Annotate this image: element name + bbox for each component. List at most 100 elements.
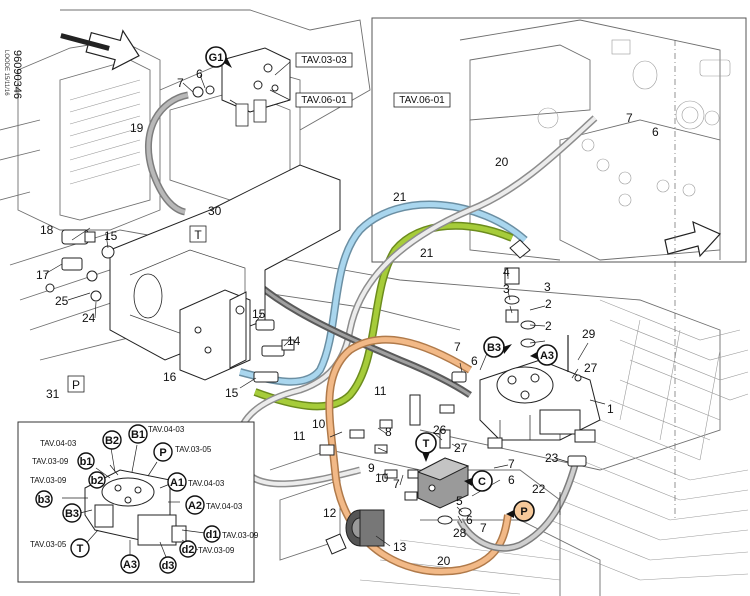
svg-text:G1: G1 bbox=[209, 52, 224, 64]
hose-19 bbox=[144, 91, 189, 216]
legend-circle-d2: d2 bbox=[179, 540, 197, 558]
part-6: 6 bbox=[508, 473, 515, 487]
part-9: 9 bbox=[368, 461, 375, 475]
detail-inset-frame bbox=[371, 17, 747, 263]
svg-text:A1: A1 bbox=[170, 477, 184, 489]
legend-circle-b2: b2 bbox=[88, 471, 106, 489]
part-1: 1 bbox=[607, 402, 614, 416]
part-17: 17 bbox=[36, 268, 50, 282]
svg-text:P: P bbox=[159, 447, 166, 459]
ref-tav-06-01-inset: TAV.06-01 bbox=[399, 95, 445, 106]
part-27: 27 bbox=[584, 361, 598, 375]
part-7: 7 bbox=[508, 457, 515, 471]
svg-text:TAV.03-09: TAV.03-09 bbox=[32, 457, 69, 466]
svg-text:T: T bbox=[77, 543, 84, 555]
circle-label-C: C bbox=[464, 470, 493, 492]
svg-text:b1: b1 bbox=[80, 456, 93, 468]
part-26: 26 bbox=[433, 423, 447, 437]
ref-box-tav-06-01-inset bbox=[393, 92, 451, 108]
part-15: 15 bbox=[252, 307, 266, 321]
svg-text:TAV.04-03: TAV.04-03 bbox=[148, 425, 185, 434]
ref-tav-03-03: TAV.03-03 bbox=[301, 55, 347, 66]
part-20: 20 bbox=[437, 554, 451, 568]
part-29: 29 bbox=[582, 327, 596, 341]
part-27: 27 bbox=[454, 441, 468, 455]
part-24: 24 bbox=[82, 311, 96, 325]
part-11: 11 bbox=[293, 429, 306, 443]
legend-circle-b3: b3 bbox=[35, 490, 53, 508]
reference-boxes: TAV.03-03 TAV.06-01 TAV.06-01 T P bbox=[67, 52, 451, 393]
svg-text:B3: B3 bbox=[65, 508, 79, 520]
svg-text:TAV.03-09: TAV.03-09 bbox=[30, 476, 67, 485]
ref-box-tav-03-03 bbox=[295, 52, 353, 68]
svg-text:B2: B2 bbox=[105, 435, 119, 447]
svg-text:TAV.03-09: TAV.03-09 bbox=[222, 531, 259, 540]
drawing-note: LOODE 15/11/16 bbox=[3, 50, 9, 96]
direction-arrow-right-icon bbox=[664, 220, 722, 258]
part-7: 7 bbox=[393, 477, 400, 491]
legend-circle-b1: b1 bbox=[77, 452, 95, 470]
port-legend-inset: B2 B1 P A1 A2 d1 d2 d3 bbox=[17, 421, 259, 583]
part-8: 8 bbox=[385, 425, 392, 439]
legend-circle-d1: d1 bbox=[203, 525, 221, 543]
filter-13 bbox=[325, 509, 385, 555]
part-6: 6 bbox=[652, 125, 659, 139]
valve-block-c bbox=[416, 429, 472, 525]
part-18: 18 bbox=[40, 223, 54, 237]
part-14: 14 bbox=[287, 334, 301, 348]
circle-label-T: T bbox=[415, 432, 437, 462]
part-21: 21 bbox=[420, 246, 434, 260]
part-30: 30 bbox=[208, 204, 222, 218]
drawing-number: 96090346 bbox=[11, 50, 23, 99]
svg-text:A3: A3 bbox=[540, 350, 554, 362]
part-5: 5 bbox=[456, 494, 463, 508]
svg-text:d1: d1 bbox=[206, 529, 219, 541]
legend-circle-B2: B2 bbox=[102, 430, 122, 450]
svg-text:A3: A3 bbox=[123, 559, 137, 571]
part-7: 7 bbox=[177, 76, 184, 90]
svg-text:d2: d2 bbox=[182, 544, 195, 556]
boxed-label-P bbox=[67, 375, 85, 393]
svg-text:b3: b3 bbox=[38, 494, 51, 506]
legend-circle-B1: B1 bbox=[128, 424, 148, 444]
svg-text:P: P bbox=[520, 506, 527, 518]
fittings-15-14 bbox=[235, 305, 295, 383]
svg-text:TAV.03-05: TAV.03-05 bbox=[175, 445, 212, 454]
circle-label-P: P bbox=[506, 500, 535, 522]
part-15: 15 bbox=[225, 386, 239, 400]
part-11: 11 bbox=[374, 384, 387, 398]
fittings-2-3-4 bbox=[504, 239, 536, 348]
legend-circle-A2: A2 bbox=[185, 495, 205, 515]
part-31: 31 bbox=[46, 387, 60, 401]
svg-text:B3: B3 bbox=[487, 342, 501, 354]
part-13: 13 bbox=[393, 540, 407, 554]
part-28: 28 bbox=[453, 526, 467, 540]
part-2: 2 bbox=[545, 319, 552, 333]
legend-circle-A1: A1 bbox=[167, 472, 187, 492]
legend-circle-A3: A3 bbox=[120, 554, 140, 574]
svg-text:TAV.03-09: TAV.03-09 bbox=[198, 546, 235, 555]
part-3: 3 bbox=[544, 280, 551, 294]
part-3: 3 bbox=[503, 282, 510, 296]
part-6: 6 bbox=[471, 354, 478, 368]
part-12: 12 bbox=[323, 506, 337, 520]
circle-labels: G1 B3 A3 T C P bbox=[205, 46, 558, 522]
main-control-valve-1 bbox=[479, 359, 601, 443]
svg-text:A2: A2 bbox=[188, 500, 202, 512]
part-25: 25 bbox=[55, 294, 69, 308]
part-7: 7 bbox=[626, 111, 633, 125]
svg-text:P: P bbox=[72, 378, 80, 392]
svg-text:TAV.04-03: TAV.04-03 bbox=[40, 439, 77, 448]
svg-text:C: C bbox=[478, 476, 486, 488]
part-10: 10 bbox=[312, 417, 326, 431]
svg-text:b2: b2 bbox=[91, 475, 104, 487]
valve-block-g1 bbox=[192, 47, 291, 127]
legend-circle-P: P bbox=[153, 442, 173, 462]
svg-text:B1: B1 bbox=[131, 429, 145, 441]
boxed-label-T bbox=[189, 225, 207, 243]
direction-arrow-left-icon bbox=[60, 29, 140, 71]
svg-text:TAV.03-05: TAV.03-05 bbox=[30, 540, 67, 549]
part-2: 2 bbox=[545, 297, 552, 311]
circle-label-A3: A3 bbox=[530, 344, 558, 366]
